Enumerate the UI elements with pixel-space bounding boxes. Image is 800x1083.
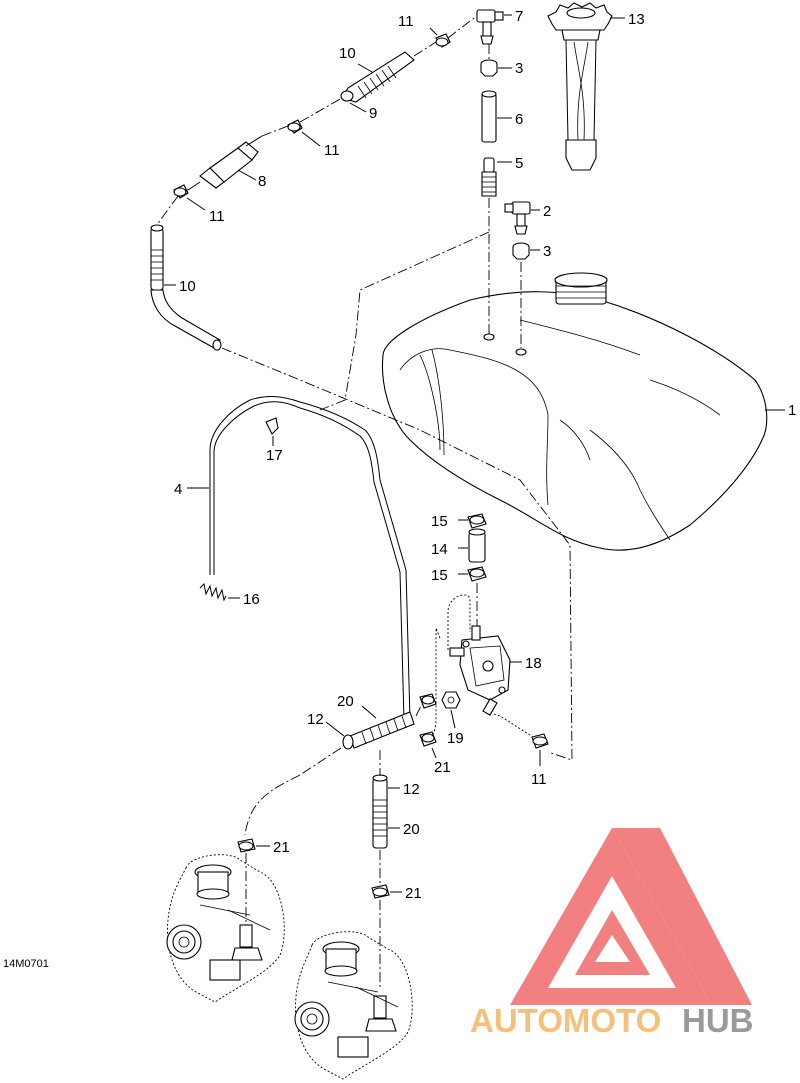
elbow-fitting-7 [476,9,504,45]
callout-15-bottom: 15 [431,567,448,584]
elbow-fitting-2 [504,201,531,235]
clamp-21-left [237,838,256,853]
tube-6 [481,90,497,143]
callout-18: 18 [525,655,542,672]
callout-21-upper: 21 [434,759,451,776]
callout-2: 2 [543,203,551,220]
clamp-21-upper [419,693,437,747]
callout-17: 17 [266,447,283,464]
carburetor-right [294,931,413,1080]
callout-20-upper: 20 [337,693,354,710]
callout-11-left: 11 [209,208,225,225]
watermark-text-part2: HUB [682,1002,754,1039]
callout-13: 13 [628,11,645,28]
clamp-21-lower [371,884,390,899]
fuel-pickup-5 [481,157,497,197]
callout-9: 9 [369,105,377,122]
drawing-code: 14M0701 [3,958,49,970]
carburetor-left [166,854,285,1003]
callout-10-left: 10 [179,278,196,295]
callout-19: 19 [447,730,464,747]
callout-12-lower: 12 [403,781,420,798]
clamp-11-mid [287,119,303,134]
clamp-11-right [531,733,549,749]
callout-21-lower: 21 [405,885,422,902]
watermark-text-part1: AUTOMOTO [470,1002,661,1039]
callout-11-mid: 11 [324,142,340,159]
fuel-tank [381,272,768,551]
nut-19 [441,691,461,709]
clamp-11-top [435,33,451,48]
valve-17 [265,417,279,435]
clamp-15-top [467,513,487,529]
callout-4: 4 [174,481,182,498]
callout-11-right: 11 [531,771,547,788]
vent-line-4 [209,396,411,721]
fuel-filter-8 [187,135,263,191]
fuel-gauge-sender [547,2,613,171]
callout-16: 16 [243,591,260,608]
callout-21-left: 21 [273,839,290,856]
hose-10-top [340,51,415,103]
hose-20-lower [372,774,388,849]
grommet-3-top [480,59,498,77]
clamp-15-bottom [467,566,487,582]
callout-10-top: 10 [339,45,356,62]
clamp-11-left [173,184,189,199]
callout-3-lower: 3 [543,243,551,260]
grommet-3-lower [512,242,530,260]
hose-20-upper [342,711,415,750]
callout-8: 8 [258,173,266,190]
hose-10-left [150,224,222,351]
callout-15-top: 15 [431,513,448,530]
callout-1: 1 [788,402,796,419]
callout-20-lower: 20 [403,821,420,838]
callout-6: 6 [515,111,523,128]
callout-11-top: 11 [398,13,414,30]
fuel-pump-18 [449,625,511,716]
hose-14 [468,528,486,563]
callout-7: 7 [515,8,523,25]
callout-5: 5 [515,155,523,172]
callout-14: 14 [431,541,448,558]
callout-12-upper: 12 [307,711,324,728]
watermark-logo [510,828,752,1005]
callout-3-top: 3 [515,60,523,77]
spring-16 [199,582,227,602]
